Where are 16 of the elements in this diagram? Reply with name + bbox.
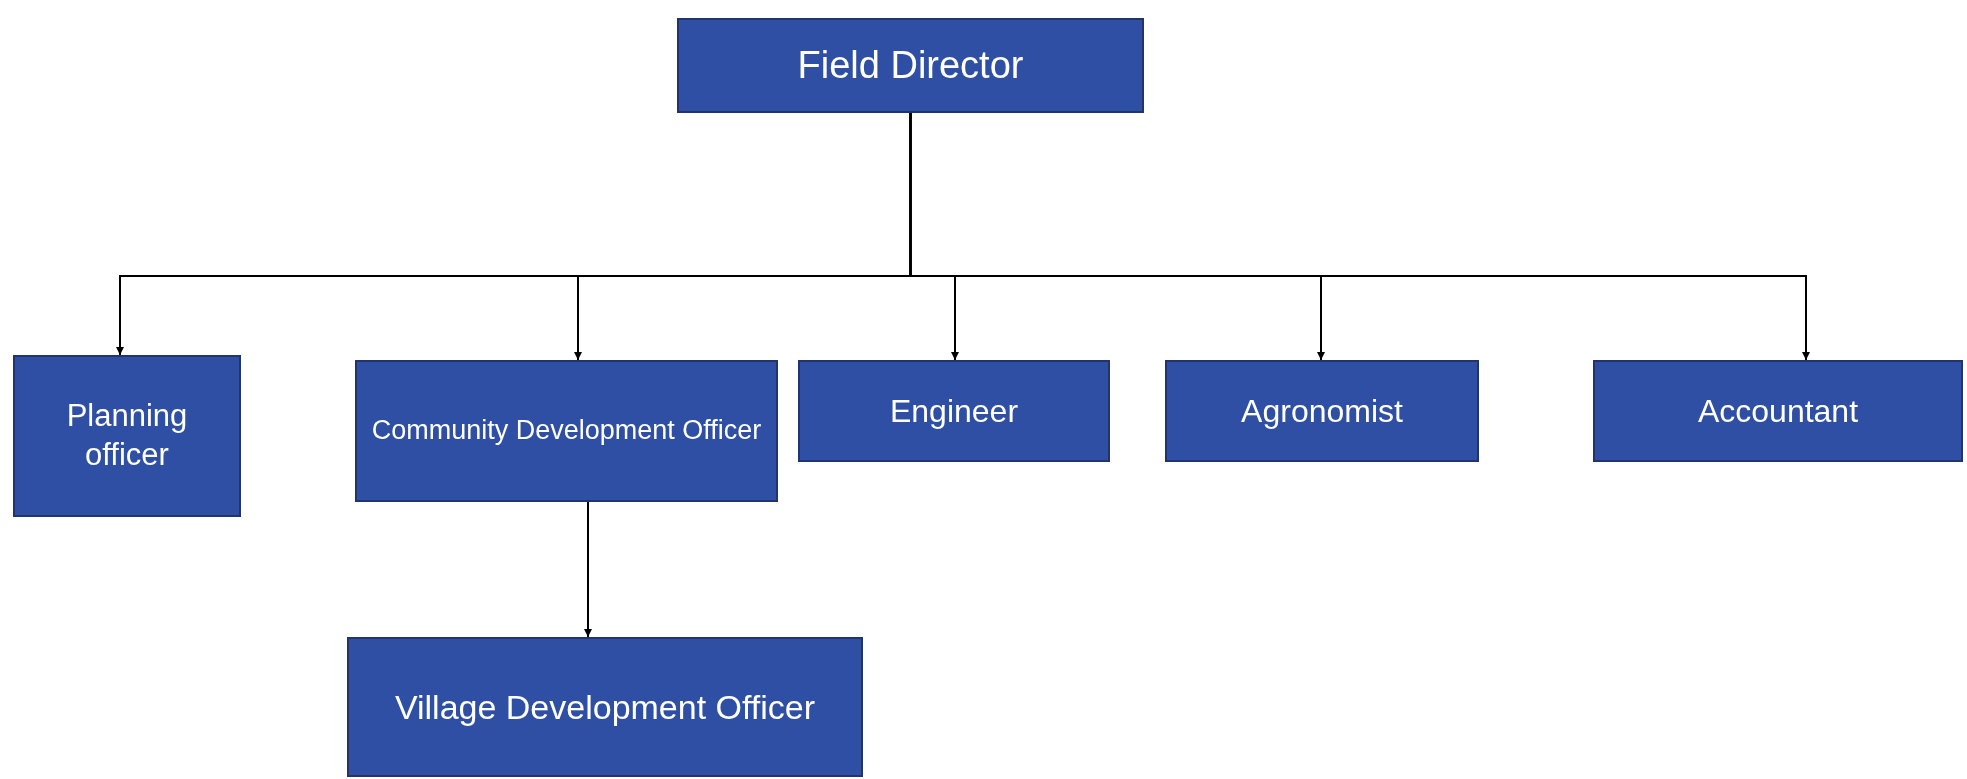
role-title: Field Director (797, 42, 1024, 88)
connector-arrow (584, 501, 592, 638)
role-title: Community Development Officer (371, 414, 762, 448)
connector-arrow (909, 112, 1810, 361)
role-box (677, 18, 1144, 113)
role-box (1593, 360, 1963, 462)
role-title: Engineer (889, 392, 1019, 431)
role-title: Planning officer (65, 397, 189, 474)
role-box (798, 360, 1110, 462)
role-title: Village Development Officer (394, 686, 816, 728)
role-title: Accountant (1697, 392, 1859, 431)
role-box (13, 355, 241, 517)
role-title: Agronomist (1241, 392, 1403, 431)
role-box (347, 637, 863, 777)
role-box (1165, 360, 1479, 462)
role-box (355, 360, 778, 502)
